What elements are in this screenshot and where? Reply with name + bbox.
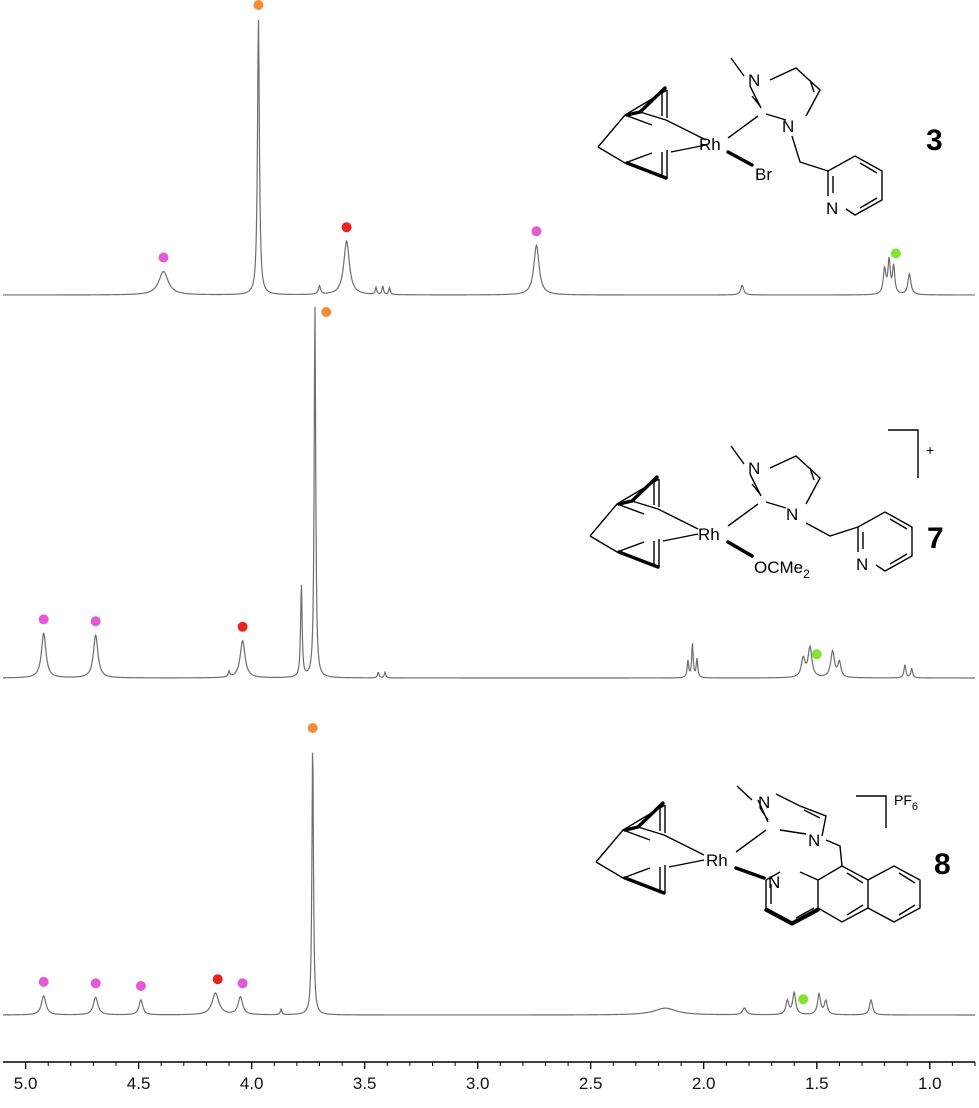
compound-label-8: 8 <box>934 848 951 881</box>
peak-marker-orange <box>253 0 264 10</box>
rh-atom: Rh <box>706 851 728 870</box>
x-axis: 5.0 4.5 4.0 3.5 3.0 2.5 2.0 1.5 1.0 <box>3 1061 976 1093</box>
structure-7: Rh OCMe2 N N N + <box>589 429 934 581</box>
cation-charge: + <box>926 442 934 458</box>
peak-marker-pink <box>90 978 101 989</box>
structure-8: Rh N N N PF6 <box>595 785 921 926</box>
peak-marker-red <box>212 974 223 985</box>
peak-marker-pink <box>38 614 49 625</box>
peak-marker-pink <box>158 252 169 263</box>
spectrum-trace-7 <box>2 306 975 679</box>
x-tick-label: 1.0 <box>918 1074 942 1093</box>
imidazole-n1: N <box>758 793 770 812</box>
imidazolylidene-ring: N N <box>730 57 821 136</box>
rh-atom: Rh <box>699 135 721 154</box>
charge-bracket <box>888 429 919 478</box>
x-tick-label: 2.5 <box>579 1074 603 1093</box>
peak-marker-orange <box>321 307 332 317</box>
counterion-bracket <box>856 795 887 828</box>
cod-ligand <box>597 86 707 180</box>
quinoline-ring: N <box>764 865 921 926</box>
bromide-atom: Br <box>755 165 772 184</box>
imidazole-n1: N <box>748 459 760 478</box>
pyridine-ring: N <box>856 511 913 574</box>
pyridine-n: N <box>856 555 868 574</box>
x-tick-label: 4.5 <box>127 1074 151 1093</box>
peak-marker-pink <box>135 981 146 991</box>
imidazolylidene-ring: N N <box>736 785 827 850</box>
peak-marker-pink <box>38 976 49 987</box>
peak-markers <box>38 0 901 1005</box>
peak-marker-green <box>798 994 809 1005</box>
peak-marker-red <box>237 621 248 632</box>
peak-marker-pink <box>531 226 542 237</box>
imidazole-n1: N <box>748 71 760 90</box>
peak-marker-pink <box>237 978 248 989</box>
nmr-spectra <box>2 19 975 1016</box>
counterion-pf6: PF6 <box>894 792 918 813</box>
quinoline-n: N <box>768 873 780 892</box>
peak-marker-green <box>890 248 901 259</box>
x-tick-label: 1.5 <box>805 1074 829 1093</box>
peak-marker-pink <box>90 616 101 627</box>
imidazole-n2: N <box>782 117 794 136</box>
rh-atom: Rh <box>698 525 720 544</box>
cod-ligand <box>589 475 699 569</box>
x-tick-label: 5.0 <box>14 1074 38 1093</box>
x-axis-ticks: 5.0 4.5 4.0 3.5 3.0 2.5 2.0 1.5 1.0 <box>14 1062 976 1093</box>
x-tick-label: 3.0 <box>466 1074 490 1093</box>
peak-marker-green <box>811 649 822 660</box>
cod-ligand <box>595 801 705 895</box>
peak-marker-red <box>341 222 352 233</box>
peak-marker-orange <box>307 723 318 733</box>
imidazolylidene-ring: N N <box>730 445 821 524</box>
structure-3: Rh Br N N N <box>597 57 883 218</box>
x-tick-label: 4.0 <box>240 1074 264 1093</box>
compound-label-7: 7 <box>927 522 944 555</box>
compound-label-3: 3 <box>926 124 943 157</box>
x-tick-label: 2.0 <box>692 1074 716 1093</box>
spectrum-trace-3 <box>3 19 975 296</box>
pyridine-ring: N <box>826 155 883 218</box>
pyridine-n: N <box>826 199 838 218</box>
spectrum-trace-8 <box>3 752 975 1016</box>
acetone-ligand: OCMe2 <box>754 558 810 581</box>
imidazole-n2: N <box>808 831 820 850</box>
x-tick-label: 3.5 <box>353 1074 377 1093</box>
imidazole-n2: N <box>786 505 798 524</box>
